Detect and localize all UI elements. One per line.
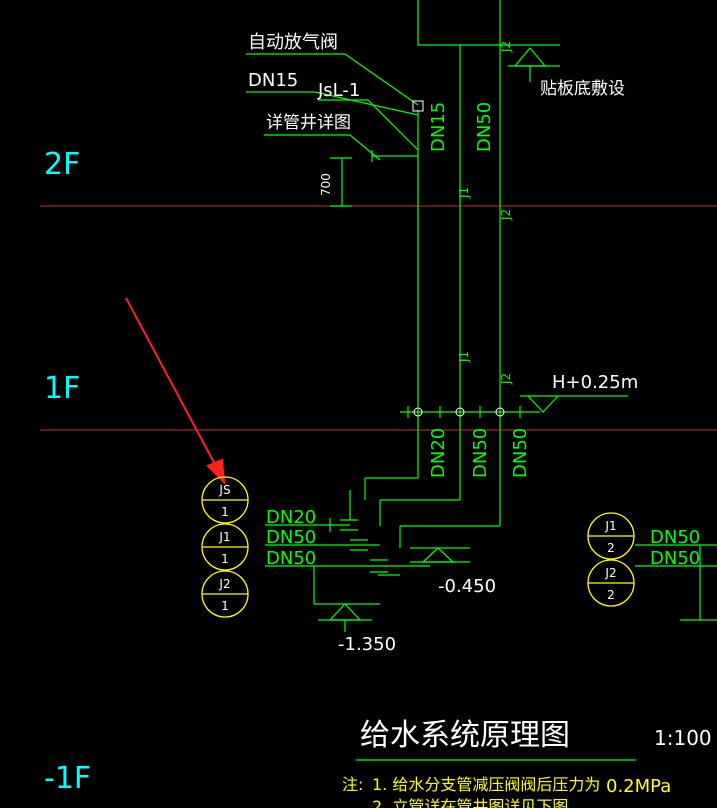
- valve-icon: [455, 407, 465, 417]
- tag-top: JS: [218, 483, 230, 497]
- branch-label-dn50: DN50: [266, 527, 316, 548]
- branch-label-dn20: DN20: [266, 507, 316, 528]
- drawing-scale: 1:100: [654, 726, 712, 750]
- pipe-size-label: DN50: [474, 102, 495, 152]
- tag-top: J2: [218, 577, 230, 591]
- valve-icon: [495, 407, 505, 417]
- leader-line: [344, 53, 419, 106]
- dim-label: 700: [319, 173, 333, 196]
- pipe-label: J1: [457, 187, 471, 199]
- auto-vent-valve-icon: [412, 100, 424, 112]
- note-prefix: 注:: [342, 775, 363, 794]
- red-arrow-icon: [125, 297, 226, 485]
- floor-label-b1: -1F: [44, 761, 91, 796]
- drawing-title: 给水系统原理图: [360, 718, 570, 753]
- valve-icon: [413, 407, 423, 417]
- label-auto-vent-valve: 自动放气阀: [248, 32, 338, 53]
- elevation-symbol: [514, 47, 547, 67]
- pipe-size-label: DN20: [428, 428, 449, 478]
- tag-bottom: 1: [221, 552, 229, 566]
- note-line-2: 2. 立管详在管井图详见下图: [372, 797, 568, 808]
- tag-bottom: 1: [221, 599, 229, 613]
- elevation-label: -0.450: [438, 576, 496, 597]
- pipe-label: J2: [499, 41, 513, 53]
- pipe-label: J1: [457, 351, 471, 363]
- label-slab-bottom: 贴板底敷设: [540, 79, 625, 99]
- valve-symbols: [412, 100, 505, 417]
- floor-label-2f: 2F: [44, 147, 80, 182]
- pipe-network: [246, 0, 717, 761]
- floor-lines: [40, 205, 717, 431]
- leader-line: [314, 91, 419, 116]
- branch-label-dn50: DN50: [266, 548, 316, 569]
- label-shaft-detail: 详管井详图: [266, 113, 351, 133]
- branch-label-dn50-right: DN50: [650, 548, 700, 569]
- pipe-tags: [201, 476, 635, 618]
- branch-label-dn50-right: DN50: [650, 527, 700, 548]
- note-value: 0.2MPa: [606, 776, 671, 797]
- label-jsl-1: JsL-1: [317, 80, 360, 101]
- pipe-size-label: DN50: [510, 428, 531, 478]
- tag-top: J1: [604, 519, 616, 533]
- tag-bottom: 1: [221, 505, 229, 519]
- elevation-label: -1.350: [338, 634, 396, 655]
- pipe-size-label: DN50: [470, 428, 491, 478]
- elevation-label: H+0.25m: [552, 372, 638, 393]
- elevation-symbol: [422, 547, 455, 563]
- note-line-1: 1. 给水分支管减压阀阀后压力为: [372, 775, 600, 794]
- label-dn15: DN15: [248, 70, 298, 91]
- leader-line: [367, 99, 419, 151]
- tag-bottom: 2: [607, 588, 615, 602]
- tag-top: J1: [218, 530, 230, 544]
- elevation-symbol: [329, 603, 362, 621]
- pipe-label: J2: [499, 209, 513, 221]
- tag-top: J2: [604, 566, 616, 580]
- elevation-symbol: [527, 395, 559, 413]
- pipe-label: J2: [499, 373, 513, 385]
- tag-bottom: 2: [607, 541, 615, 555]
- floor-label-1f: 1F: [44, 371, 80, 406]
- pipe-size-label: DN15: [428, 102, 449, 152]
